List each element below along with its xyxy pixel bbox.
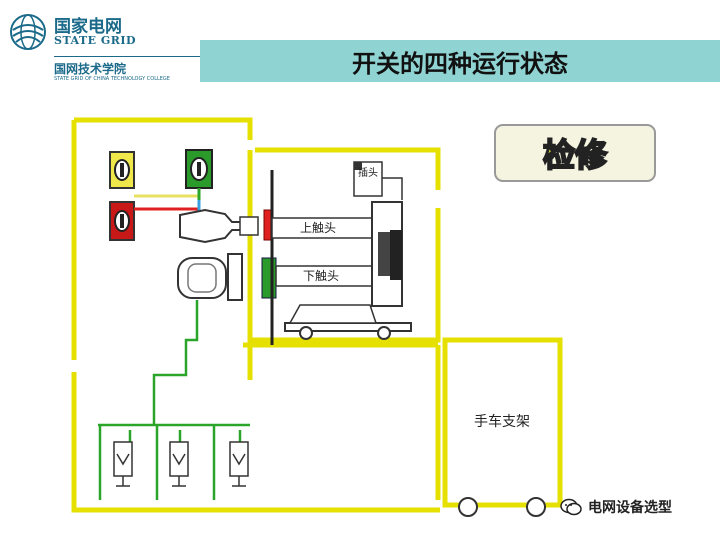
chat-bubble-icon [560,498,582,516]
trolley-stand-label: 手车支架 [474,413,530,430]
trolley [284,304,412,340]
contact-arms [271,217,373,287]
surge-arrester [229,441,249,487]
state-grid-logo-icon [10,14,46,50]
college-name-cn: 国网技术学院 [54,62,127,76]
ground-cable [98,300,250,500]
watermark: 电网设备选型 [560,496,672,518]
indicator-lamp-red [109,201,135,241]
stamp-text: 检修 [543,136,608,174]
brand-name-en: STATE GRID [54,34,137,47]
plug-label: 插头 [358,166,378,179]
cabinet-frame [71,117,563,513]
upper-insulator [179,208,273,244]
maintenance-stamp: 检修 [494,124,656,182]
lower-insulator [177,253,277,301]
logo-block: 国家电网 STATE GRID 国网技术学院 STATE GRID OF CHI… [6,6,206,82]
trolley-stand-wheels [458,497,546,517]
lower-contact-label: 下触头 [303,269,339,283]
surge-arrester [169,441,189,487]
college-name-en: STATE GRID OF CHINA TECHNOLOGY COLLEGE [54,76,170,82]
surge-arrester [113,441,133,487]
brand-name-cn: 国家电网 [54,17,122,37]
plug: 插头 [353,161,403,200]
watermark-text: 电网设备选型 [588,500,672,516]
logo-divider [54,56,204,57]
page-title: 开关的四种运行状态 [200,40,720,82]
breaker-body [371,201,403,307]
indicator-lamp-yellow [109,151,135,189]
indicator-lamp-green [185,149,213,189]
upper-contact-label: 上触头 [300,221,336,235]
